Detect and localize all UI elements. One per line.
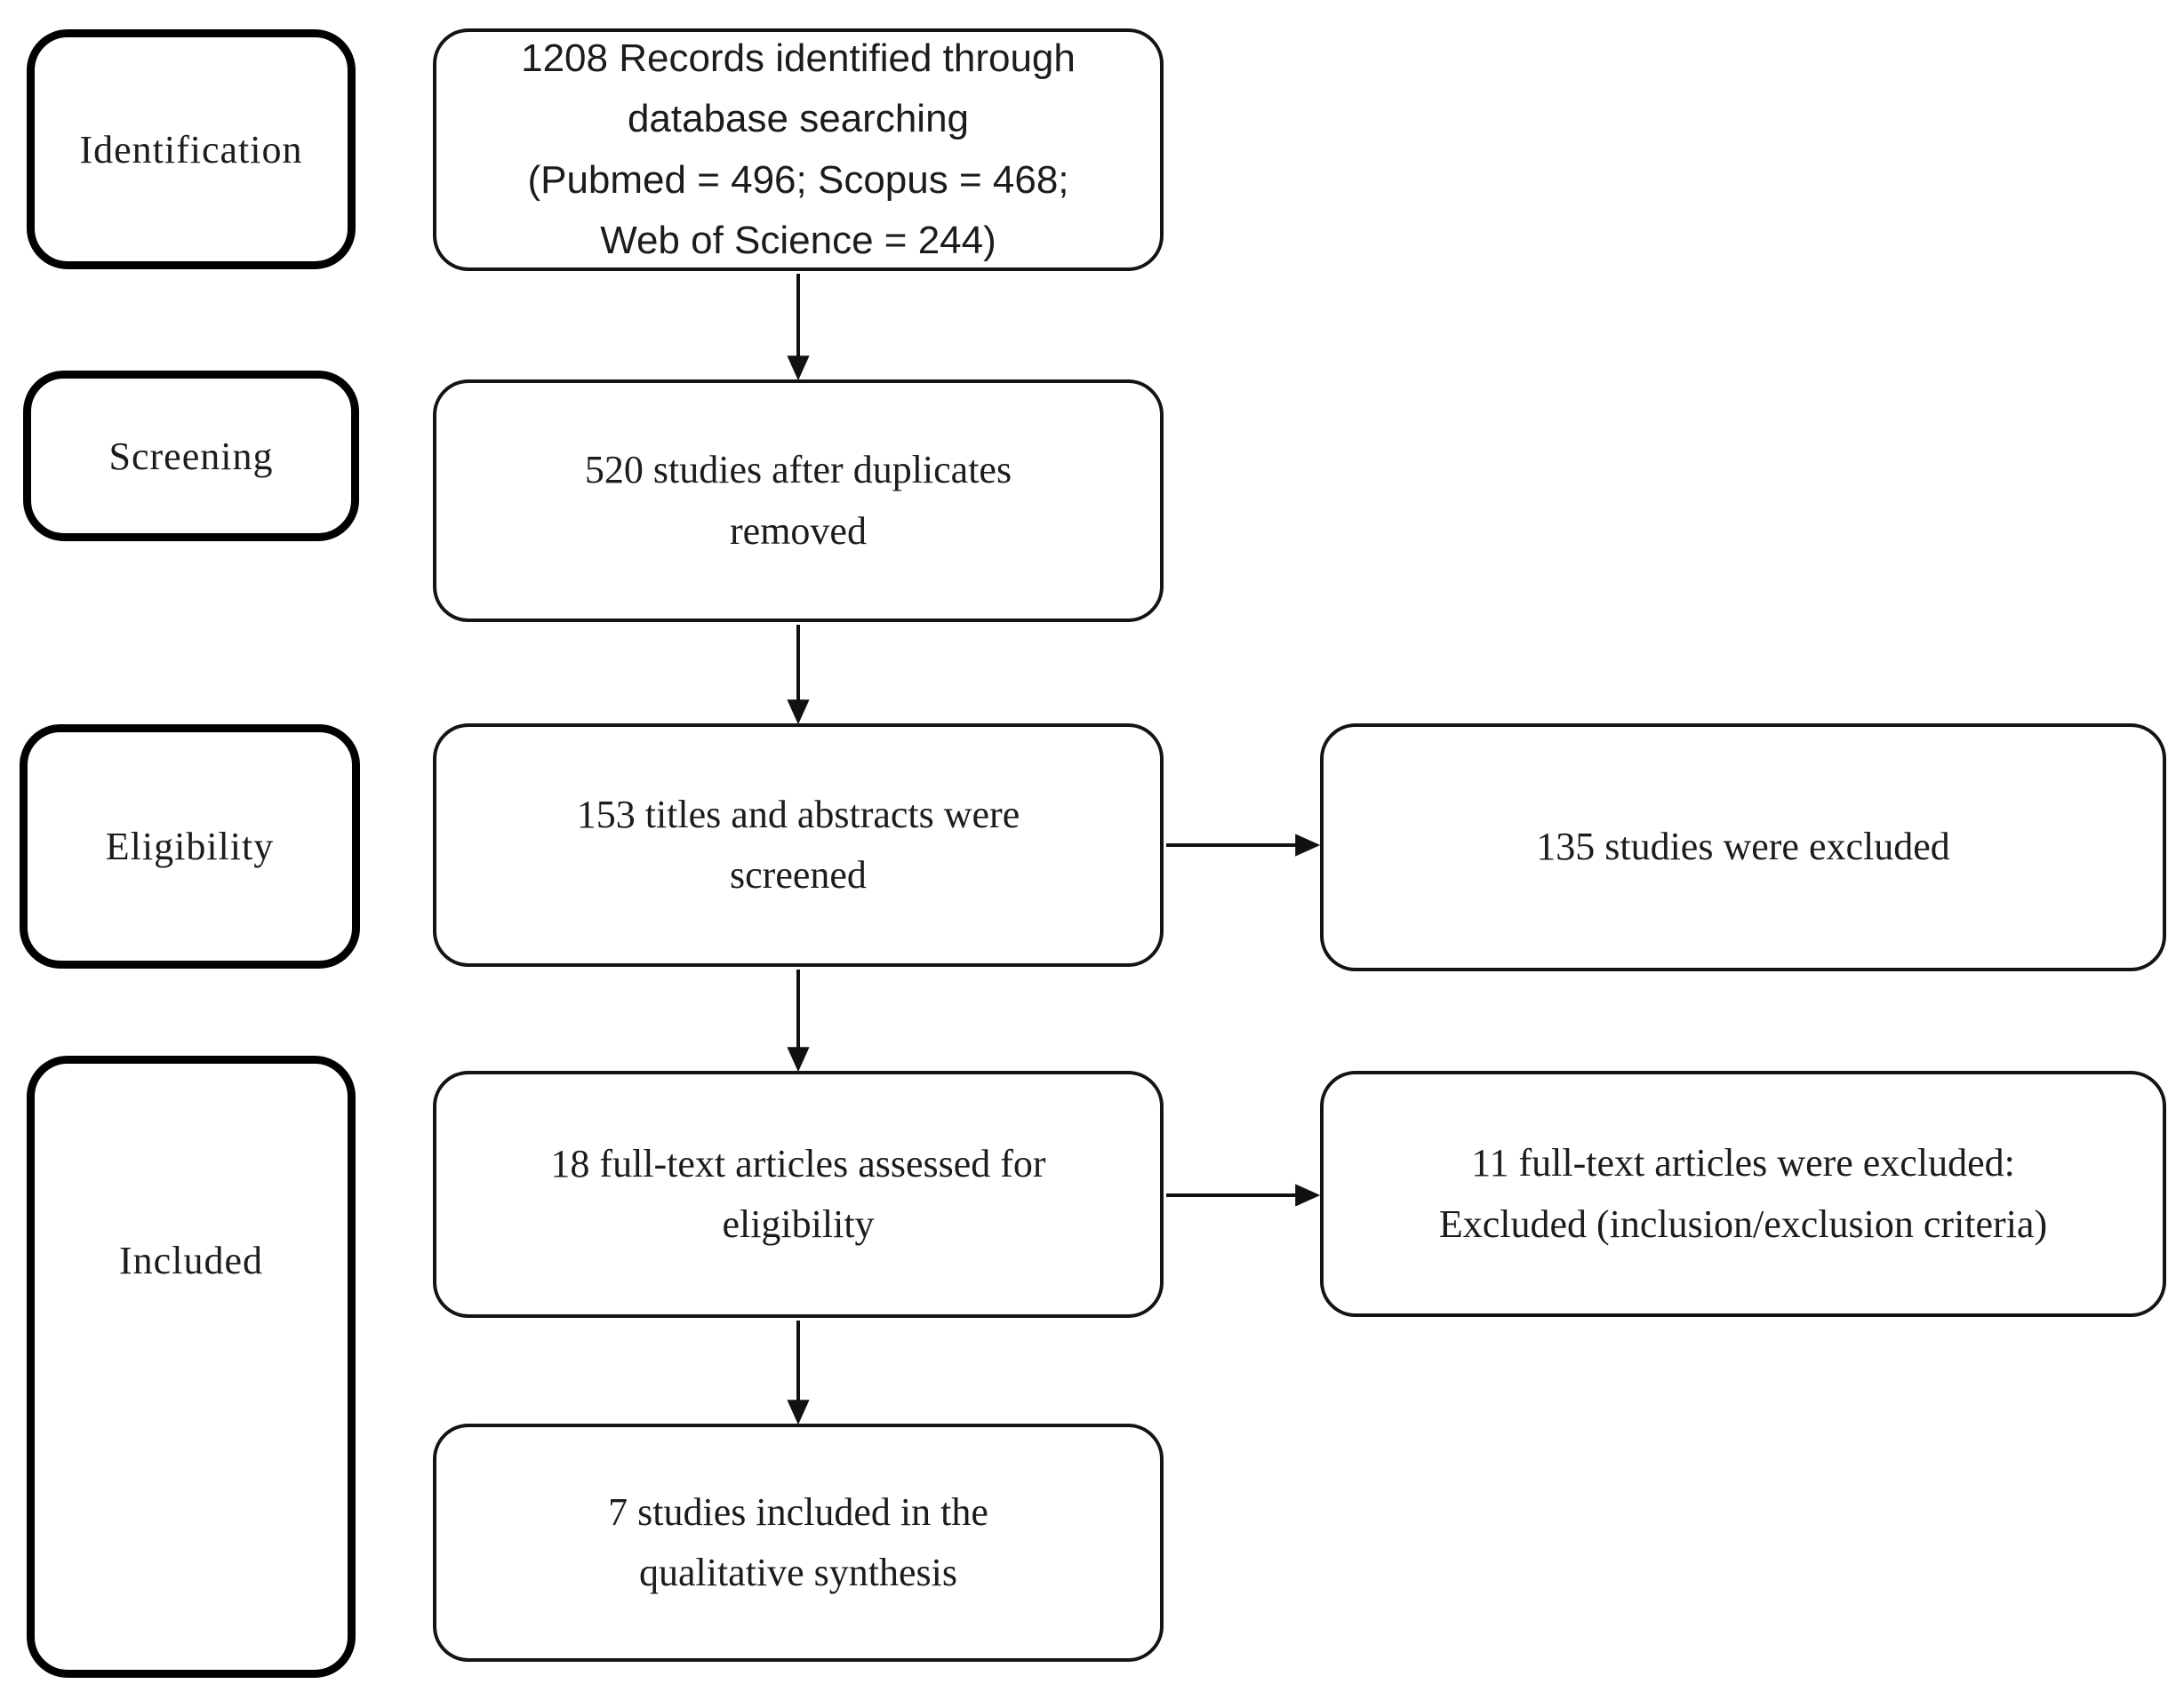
flow-text-fulltext-assessed: 18 full-text articles assessed for eligi…	[550, 1141, 1046, 1246]
stage-box-eligibility: Eligibility	[20, 724, 360, 969]
exclusion-box-studies-excluded: 135 studies were excluded	[1320, 723, 2166, 971]
stage-label-included: Included	[119, 1239, 263, 1282]
flow-box-titles-screened: 153 titles and abstracts were screened	[433, 723, 1164, 967]
stage-label-eligibility: Eligibility	[105, 825, 275, 868]
exclusion-text-studies-excluded: 135 studies were excluded	[1536, 825, 1950, 869]
exclusion-box-fulltext-excluded: 11 full-text articles were excluded: Exc…	[1320, 1071, 2166, 1317]
flow-text-qualitative-synthesis: 7 studies included in the qualitative sy…	[608, 1489, 988, 1594]
flow-text-records-identified: 1208 Records identified through database…	[521, 36, 1076, 262]
stage-box-screening: Screening	[23, 371, 359, 541]
stage-box-included: Included	[27, 1056, 356, 1678]
flow-box-duplicates-removed: 520 studies after duplicates removed	[433, 379, 1164, 622]
flow-text-titles-screened: 153 titles and abstracts were screened	[576, 792, 1020, 897]
flow-box-records-identified: 1208 Records identified through database…	[433, 28, 1164, 271]
exclusion-text-fulltext-excluded: 11 full-text articles were excluded: Exc…	[1438, 1141, 2048, 1246]
flow-box-qualitative-synthesis: 7 studies included in the qualitative sy…	[433, 1424, 1164, 1662]
flow-text-duplicates-removed: 520 studies after duplicates removed	[584, 448, 1012, 553]
stage-label-screening: Screening	[108, 434, 274, 478]
stage-label-identification: Identification	[79, 127, 303, 172]
flow-box-fulltext-assessed: 18 full-text articles assessed for eligi…	[433, 1071, 1164, 1318]
stage-box-identification: Identification	[27, 29, 356, 269]
